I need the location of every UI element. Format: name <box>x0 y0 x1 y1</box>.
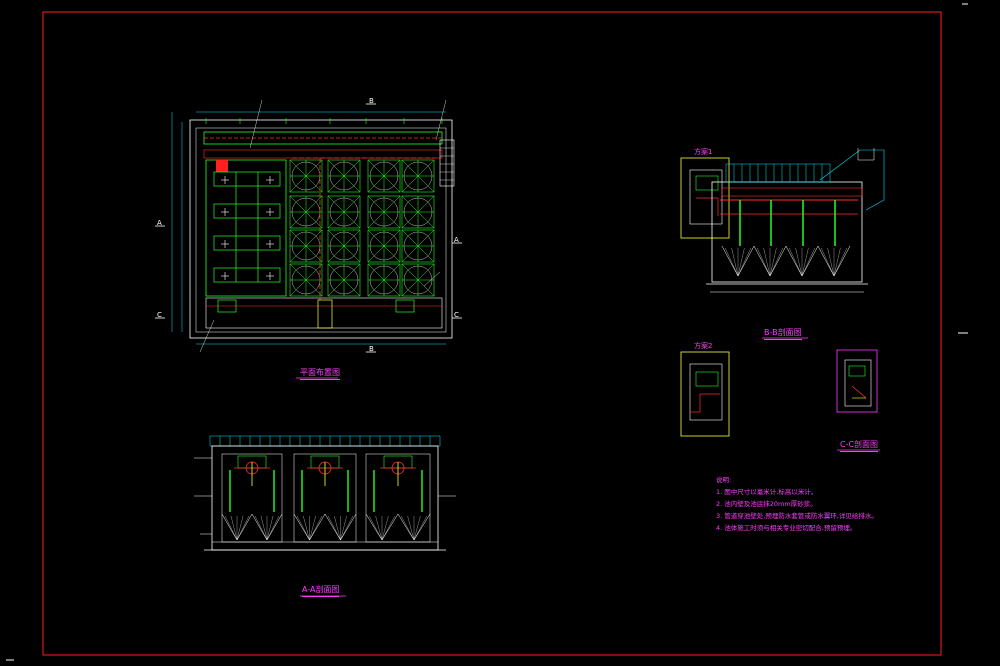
section-marker-c-left-label: C <box>157 311 162 319</box>
section-marker-a-left-label: A <box>157 219 162 227</box>
option1-label: 方案1 <box>694 148 713 156</box>
note-2: 2. 池内壁及池底抹20mm厚砂浆。 <box>716 500 817 508</box>
note-1: 1. 图中尺寸以毫米计,标高以米计。 <box>716 488 818 496</box>
section-marker-c-right-label: C <box>454 311 459 319</box>
design-notes: 说明: 1. 图中尺寸以毫米计,标高以米计。 2. 池内壁及池底抹20mm厚砂浆… <box>716 474 916 534</box>
section-cc-title: C-C剖面图 <box>840 439 879 452</box>
plan-view <box>155 99 462 379</box>
option2-label: 方案2 <box>694 342 713 350</box>
section-marker-a-right-label: A <box>454 236 459 244</box>
drawing-border <box>42 11 942 656</box>
section-marker-b-top-label: B <box>369 97 374 105</box>
valve-block-red <box>216 160 228 172</box>
note-4: 4. 池体施工时须与相关专业密切配合,预留预埋。 <box>716 524 857 532</box>
notes-title: 说明: <box>716 476 732 484</box>
note-3: 3. 管道穿池壁处,预埋防水套管或防水翼环,详见给排水。 <box>716 512 878 520</box>
section-bb-title: B-B剖面图 <box>764 327 802 340</box>
plan-view-title: 平面布置图 <box>300 367 340 380</box>
section-bb <box>680 148 885 339</box>
hopper-grid <box>289 159 435 297</box>
section-aa <box>194 435 456 597</box>
option2-detail <box>680 351 730 437</box>
section-cc <box>836 349 880 451</box>
section-marker-b-bottom-label: B <box>369 345 374 353</box>
section-aa-title: A-A剖面图 <box>302 584 340 597</box>
